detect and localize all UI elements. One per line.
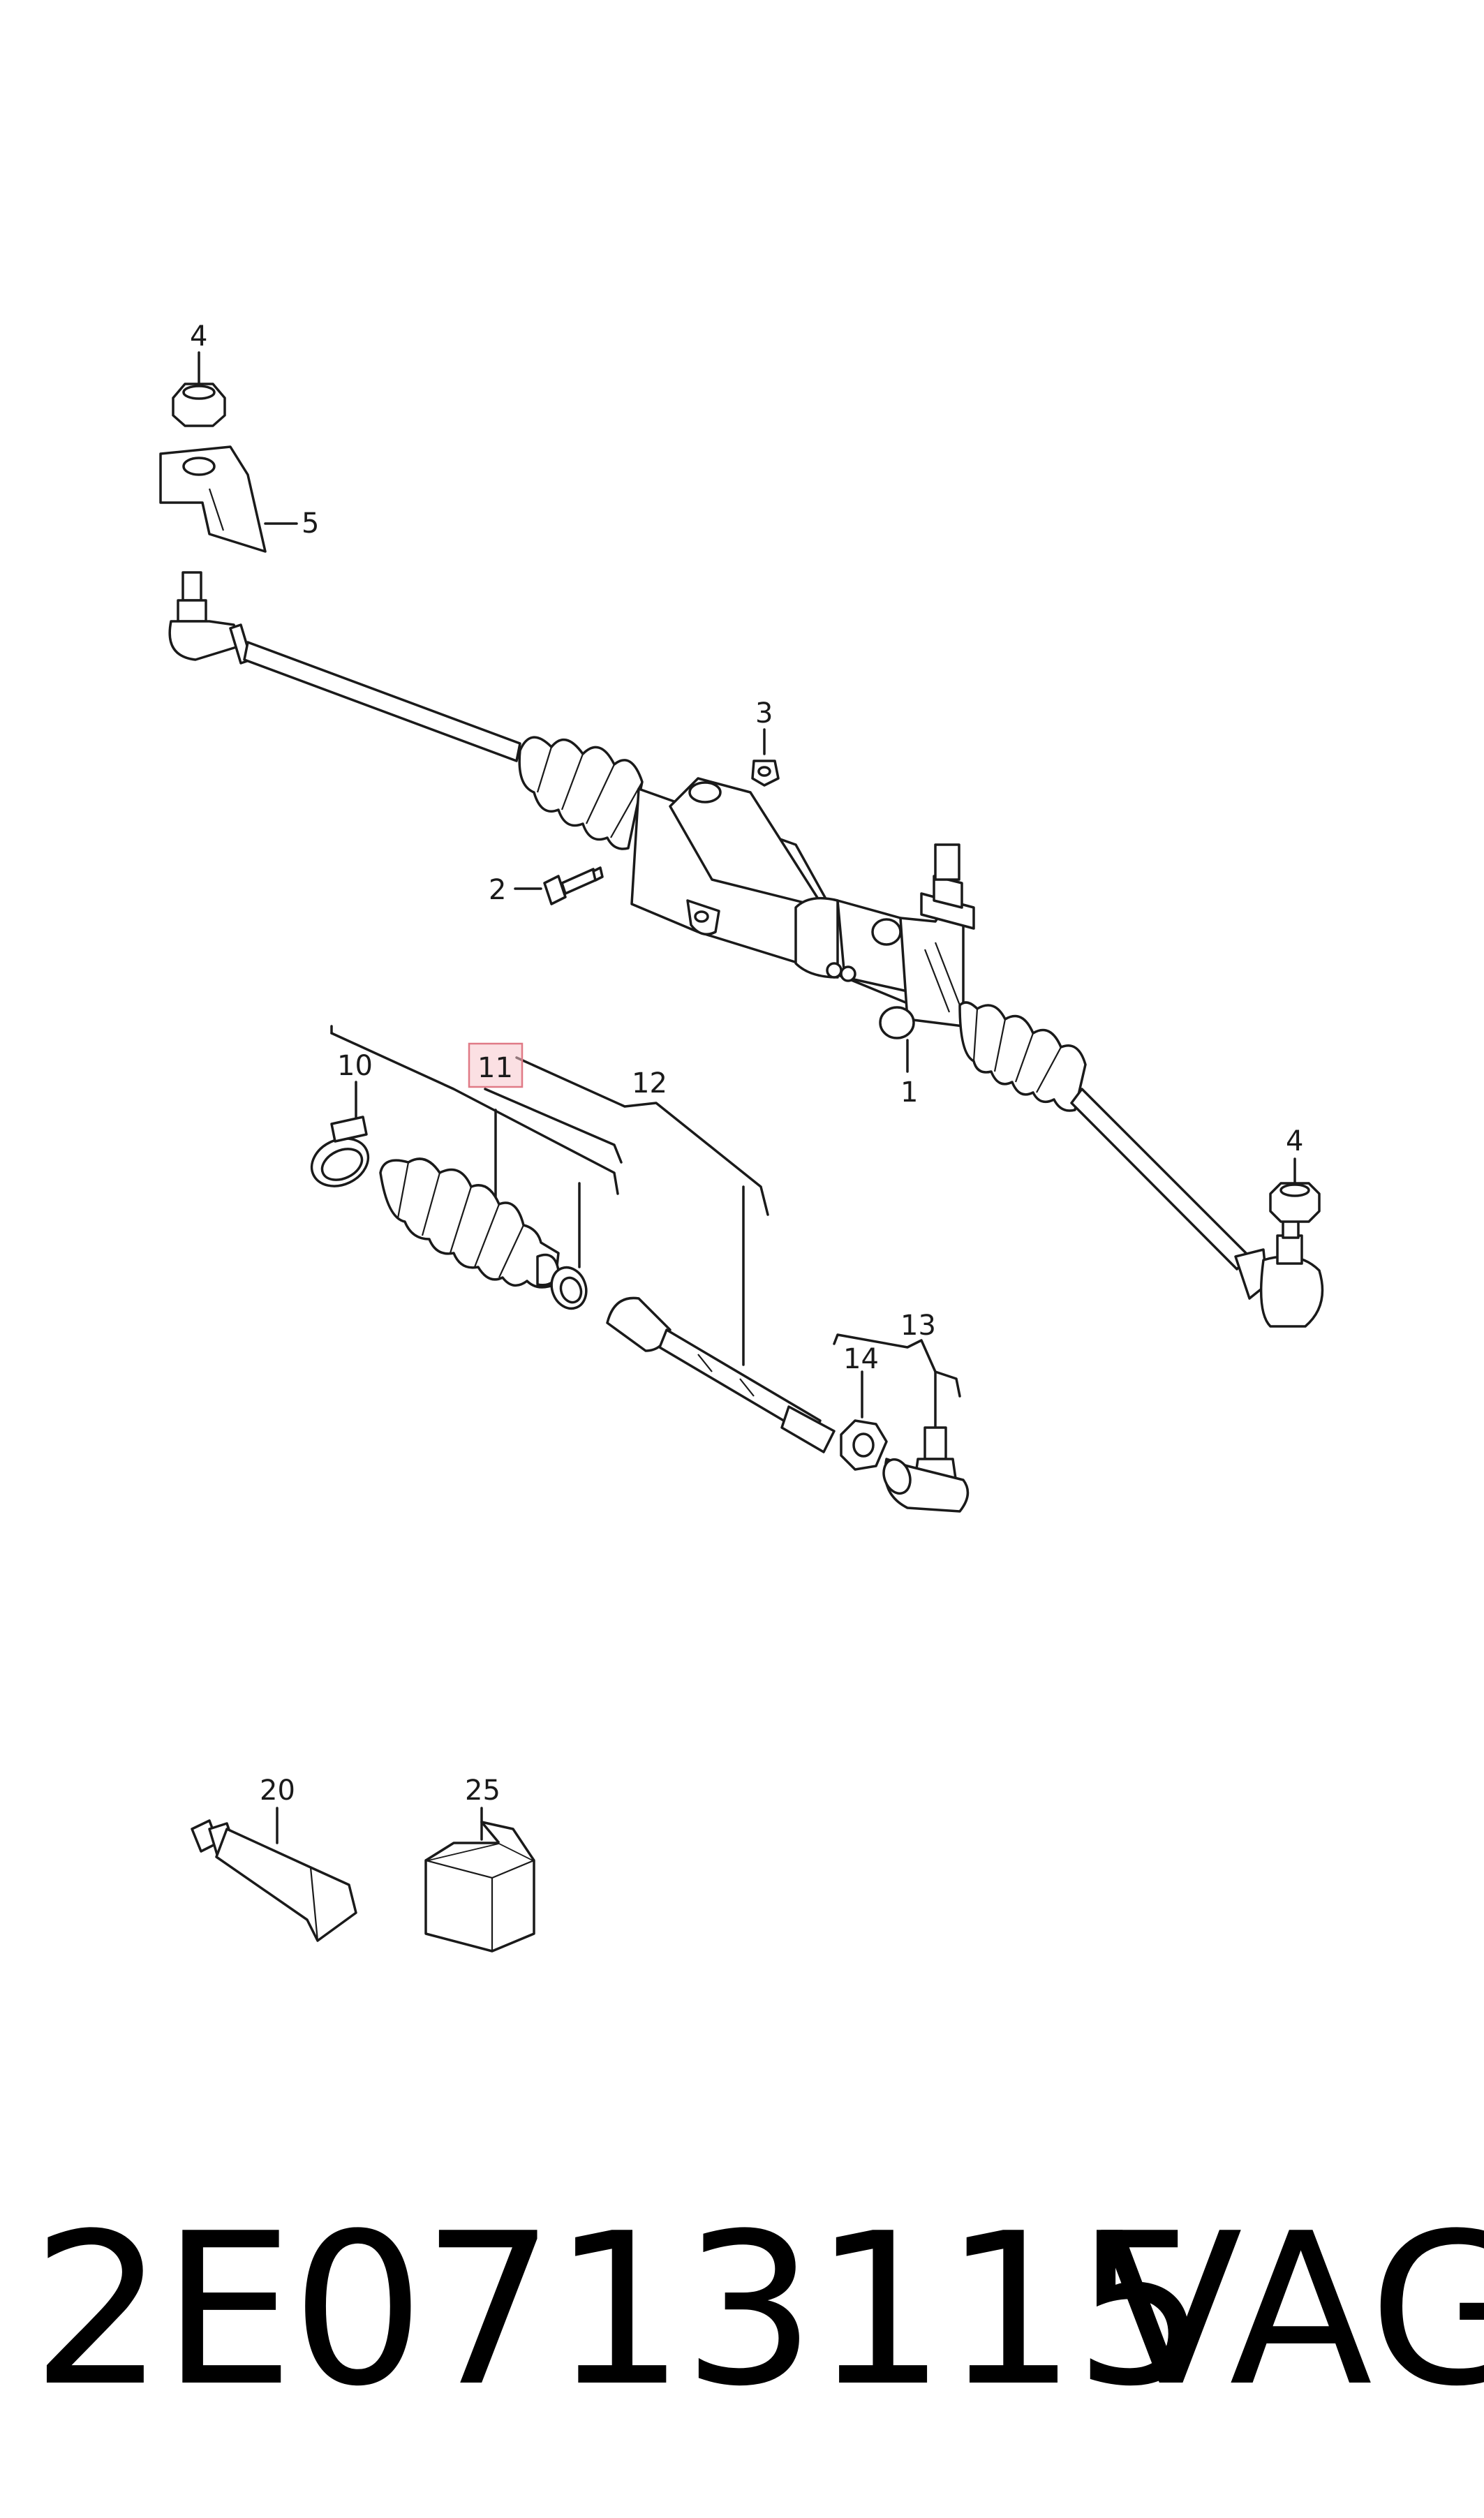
brand-label: VAG xyxy=(1099,2189,1484,2432)
grease-tube-item-20 xyxy=(191,1807,357,1942)
tie-rod-left xyxy=(243,641,521,762)
bracket-item-5 xyxy=(159,445,298,553)
callout-3: 3 xyxy=(755,697,773,730)
callout-1: 1 xyxy=(900,1076,918,1109)
callout-14: 14 xyxy=(843,1343,879,1375)
nut-item-14 xyxy=(840,1419,888,1471)
nut-item-3 xyxy=(751,728,780,787)
callout-25: 25 xyxy=(465,1775,500,1807)
boot-left xyxy=(518,736,644,850)
callout-5: 5 xyxy=(302,508,319,540)
kit-bracket-13 xyxy=(833,1333,961,1432)
part-number-label: 2E0713115 xyxy=(31,2189,1208,2432)
nut-item-4-top xyxy=(172,351,226,427)
bolt-item-2 xyxy=(514,866,604,905)
callout-11: 11 xyxy=(477,1052,513,1084)
clamp-item-10 xyxy=(310,1081,370,1187)
tie-rod-right xyxy=(1070,1088,1251,1271)
boot-item-11 xyxy=(379,1157,560,1289)
nut-item-4-right xyxy=(1269,1157,1321,1223)
callout-4-right: 4 xyxy=(1286,1125,1303,1157)
tie-rod-end-right xyxy=(1234,1217,1324,1328)
tie-rod-end-left xyxy=(168,571,253,665)
inner-tie-rod-item-12 xyxy=(606,1296,836,1453)
highlight-box-11 xyxy=(468,1042,524,1088)
callout-2: 2 xyxy=(489,874,506,906)
small-clamp xyxy=(550,1266,588,1310)
callout-12: 12 xyxy=(632,1067,667,1099)
packaging-box-item-25 xyxy=(424,1807,535,1953)
boot-right xyxy=(958,1001,1087,1112)
callout-4-top: 4 xyxy=(190,320,207,353)
callout-20: 20 xyxy=(260,1775,295,1807)
tie-rod-end-item-13 xyxy=(882,1426,970,1513)
steering-rack-housing xyxy=(630,777,975,1039)
callout-13: 13 xyxy=(900,1310,936,1342)
callout-10: 10 xyxy=(337,1050,373,1082)
